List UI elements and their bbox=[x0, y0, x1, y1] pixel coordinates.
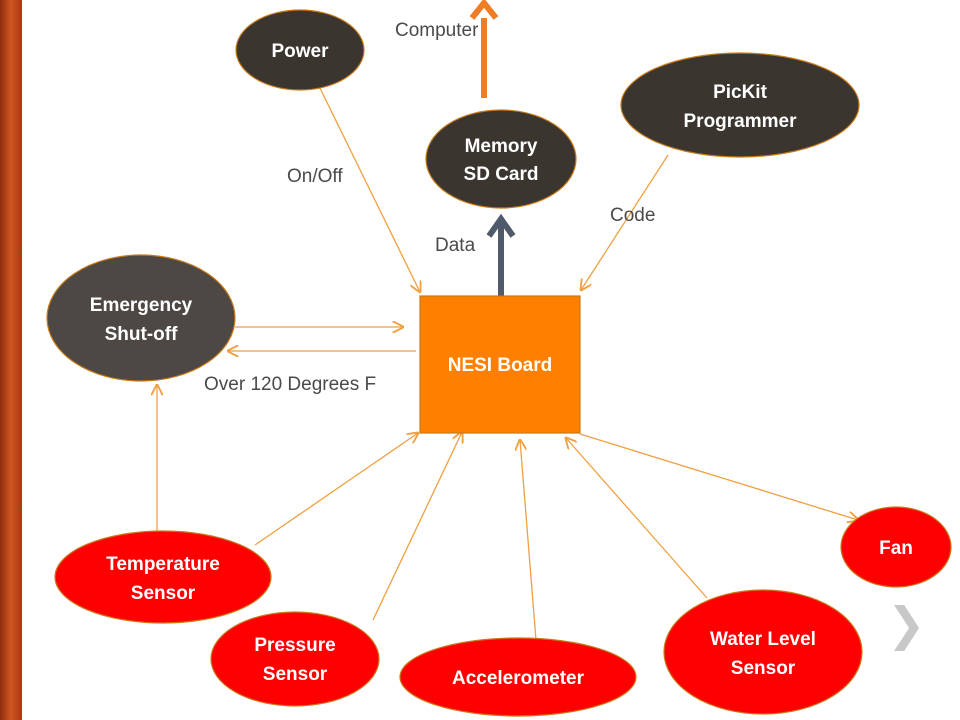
data-arrow bbox=[486, 213, 516, 296]
node-water-level-label-line2: Sensor bbox=[731, 658, 796, 679]
node-pickit-label-line2: Programmer bbox=[684, 111, 798, 132]
node-emergency-shut-off[interactable]: Emergency Shut-off bbox=[46, 254, 236, 382]
computer-arrow bbox=[469, 0, 499, 98]
node-fan[interactable]: Fan bbox=[840, 506, 952, 588]
node-fan-label: Fan bbox=[879, 538, 913, 559]
node-emergency-label-line1: Emergency bbox=[90, 295, 193, 316]
node-temperature-sensor[interactable]: Temperature Sensor bbox=[54, 530, 272, 624]
node-temperature-label-line1: Temperature bbox=[106, 554, 220, 575]
node-pressure-sensor[interactable]: Pressure Sensor bbox=[210, 611, 380, 707]
edge-accelerometer-to-board bbox=[520, 440, 537, 641]
edge-water-to-board bbox=[566, 438, 708, 599]
label-computer: Computer bbox=[395, 20, 479, 41]
node-accelerometer-label: Accelerometer bbox=[452, 668, 585, 689]
node-power-label: Power bbox=[271, 41, 329, 62]
node-pressure-label-line1: Pressure bbox=[254, 635, 335, 656]
edge-power-to-board bbox=[315, 79, 420, 292]
label-data: Data bbox=[435, 235, 476, 256]
node-memory-sd-card[interactable]: Memory SD Card bbox=[425, 109, 577, 209]
node-pickit-label-line1: PicKit bbox=[713, 82, 768, 103]
connectors bbox=[157, 79, 858, 641]
edge-board-to-fan bbox=[579, 433, 858, 520]
node-memory-label-line2: SD Card bbox=[464, 164, 539, 185]
edge-pressure-to-board bbox=[372, 432, 462, 621]
edge-pickit-to-board bbox=[581, 154, 669, 290]
label-code: Code bbox=[610, 205, 655, 226]
node-power[interactable]: Power bbox=[235, 9, 365, 91]
node-pressure-label-line2: Sensor bbox=[263, 664, 328, 685]
chevron-right-icon[interactable]: ❯ bbox=[887, 597, 926, 652]
node-water-level-sensor[interactable]: Water Level Sensor bbox=[663, 589, 863, 715]
node-memory-label-line1: Memory bbox=[465, 136, 538, 157]
node-water-level-label-line1: Water Level bbox=[710, 629, 816, 650]
label-over-120-degrees: Over 120 Degrees F bbox=[204, 374, 376, 395]
node-temperature-label-line2: Sensor bbox=[131, 583, 196, 604]
node-accelerometer[interactable]: Accelerometer bbox=[399, 637, 637, 717]
node-nesi-board-label: NESI Board bbox=[448, 355, 553, 376]
edge-temperature-to-board bbox=[254, 433, 418, 546]
node-emergency-label-line2: Shut-off bbox=[105, 324, 178, 345]
node-nesi-board[interactable]: NESI Board bbox=[419, 295, 581, 434]
node-pickit-programmer[interactable]: PicKit Programmer bbox=[620, 52, 860, 158]
left-sidebar-stripe bbox=[0, 0, 22, 720]
label-on-off: On/Off bbox=[287, 166, 343, 187]
